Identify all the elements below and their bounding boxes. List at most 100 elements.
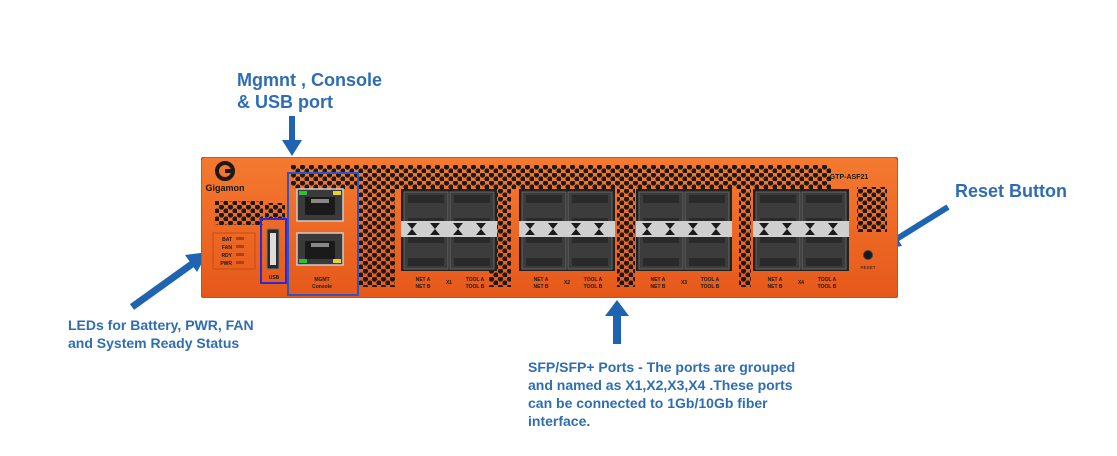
- sfp-port[interactable]: [449, 231, 495, 270]
- console-label: Console: [312, 284, 332, 290]
- sfp-port[interactable]: [403, 231, 449, 270]
- sfp-latch-mark: [642, 229, 652, 235]
- led-label-rdy: RDY: [221, 253, 232, 259]
- sfp-port[interactable]: [801, 231, 847, 270]
- mgmt-console-usb-callout: Mgmnt , Console & USB port: [237, 69, 437, 113]
- port-label-tool-a: TOOL A: [818, 277, 837, 283]
- model-label: GTP-ASF21: [830, 174, 869, 181]
- sfp-latch-mark: [711, 229, 721, 235]
- arrow-to-leds: [129, 252, 208, 310]
- usb-port[interactable]: USB: [260, 218, 287, 284]
- sfp-callout-line3: can be connected to 1Gb/10Gb fiber: [528, 395, 768, 411]
- sfp-latch-mark: [525, 223, 535, 229]
- sfp-latch-mark: [594, 223, 604, 229]
- sfp-latch-mark: [805, 229, 815, 235]
- sfp-latch-mark: [548, 229, 558, 235]
- led-rdy: [236, 253, 244, 256]
- sfp-latch-mark: [548, 223, 558, 229]
- port-group-name: X1: [446, 280, 452, 286]
- port-group-name: X4: [798, 280, 804, 286]
- port-label-net-a: NET A: [416, 277, 431, 283]
- usb-label: USB: [269, 275, 280, 281]
- sfp-latch-mark: [594, 229, 604, 235]
- console-port[interactable]: [296, 232, 344, 266]
- reset-button-callout: Reset Button: [955, 181, 1067, 201]
- sfp-latch-mark: [759, 229, 769, 235]
- sfp-callout-line2: and named as X1,X2,X3,X4 .These ports: [528, 376, 858, 394]
- mgmt-activity-led: [333, 191, 341, 195]
- sfp-port[interactable]: [567, 231, 613, 270]
- arrow-to-mgmt: [282, 116, 302, 156]
- led-pwr: [236, 261, 244, 264]
- port-label-net-a: NET A: [651, 277, 666, 283]
- mgmt-link-led: [299, 191, 307, 195]
- sfp-latch-mark: [476, 229, 486, 235]
- sfp-latch-mark: [759, 223, 769, 229]
- sfp-latch-mark: [828, 223, 838, 229]
- mgmt-callout-line1: Mgmnt , Console: [237, 70, 382, 90]
- sfp-latch-mark: [665, 223, 675, 229]
- port-label-tool-b: TOOL B: [701, 284, 720, 290]
- sfp-latch-mark: [407, 229, 417, 235]
- port-group-name: X2: [564, 280, 570, 286]
- sfp-latch-mark: [571, 229, 581, 235]
- port-label-net-b: NET B: [416, 284, 431, 290]
- leds-callout: LEDs for Battery, PWR, FAN and System Re…: [68, 316, 318, 352]
- leds-callout-line1: LEDs for Battery, PWR, FAN: [68, 317, 254, 333]
- sfp-port[interactable]: [638, 231, 684, 270]
- sfp-latch-mark: [688, 223, 698, 229]
- sfp-latch-mark: [805, 223, 815, 229]
- led-label-pwr: PWR: [220, 261, 232, 267]
- sfp-latch-mark: [665, 229, 675, 235]
- sfp-latch-band: [519, 221, 615, 237]
- gigamon-logo: Gigamon: [205, 161, 245, 193]
- sfp-latch-band: [753, 221, 849, 237]
- sfp-ports-callout: SFP/SFP+ Ports - The ports are grouped a…: [528, 358, 858, 430]
- led-label-bat: BAT: [222, 237, 232, 243]
- port-label-tool-a: TOOL A: [701, 277, 720, 283]
- reset-label: RESET: [860, 265, 875, 270]
- sfp-latch-mark: [782, 229, 792, 235]
- console-link-led: [299, 259, 307, 263]
- arrow-to-sfp: [605, 300, 629, 344]
- mgmt-port[interactable]: [296, 188, 344, 222]
- sfp-latch-mark: [453, 223, 463, 229]
- reset-button[interactable]: RESET: [860, 250, 876, 271]
- brand-label: Gigamon: [205, 183, 244, 193]
- sfp-latch-band: [401, 221, 497, 237]
- led-panel: BAT FAN RDY PWR: [212, 232, 256, 270]
- sfp-callout-line2-groups: X1,X2,X3,X4: [625, 377, 706, 393]
- led-bat: [236, 237, 244, 240]
- port-label-net-b: NET B: [651, 284, 666, 290]
- sfp-port[interactable]: [755, 231, 801, 270]
- port-group-name: X3: [681, 280, 687, 286]
- sfp-latch-mark: [430, 223, 440, 229]
- mgmt-console-block: MGMT Console: [287, 172, 359, 296]
- sfp-latch-mark: [828, 229, 838, 235]
- sfp-latch-mark: [430, 229, 440, 235]
- gigamon-chassis: Gigamon GTP-ASF21 BAT FAN RDY PWR USB: [201, 157, 898, 298]
- sfp-port[interactable]: [521, 231, 567, 270]
- sfp-callout-line4: interface.: [528, 413, 591, 429]
- port-label-tool-a: TOOL A: [466, 277, 485, 283]
- sfp-latch-mark: [642, 223, 652, 229]
- sfp-latch-mark: [525, 229, 535, 235]
- port-label-net-a: NET A: [768, 277, 783, 283]
- port-label-net-b: NET B: [534, 284, 549, 290]
- sfp-port[interactable]: [684, 231, 730, 270]
- port-label-tool-b: TOOL B: [466, 284, 485, 290]
- led-label-fan: FAN: [222, 245, 232, 251]
- sfp-callout-line2-post: .These ports: [705, 377, 793, 393]
- sfp-latch-band: [636, 221, 732, 237]
- port-label-tool-b: TOOL B: [584, 284, 603, 290]
- mgmt-label: MGMT: [314, 277, 329, 283]
- sfp-callout-line1: SFP/SFP+ Ports - The ports are grouped: [528, 359, 796, 375]
- sfp-latch-mark: [571, 223, 581, 229]
- led-fan: [236, 245, 244, 248]
- sfp-latch-mark: [476, 223, 486, 229]
- sfp-callout-line2-pre: and named as: [528, 377, 626, 393]
